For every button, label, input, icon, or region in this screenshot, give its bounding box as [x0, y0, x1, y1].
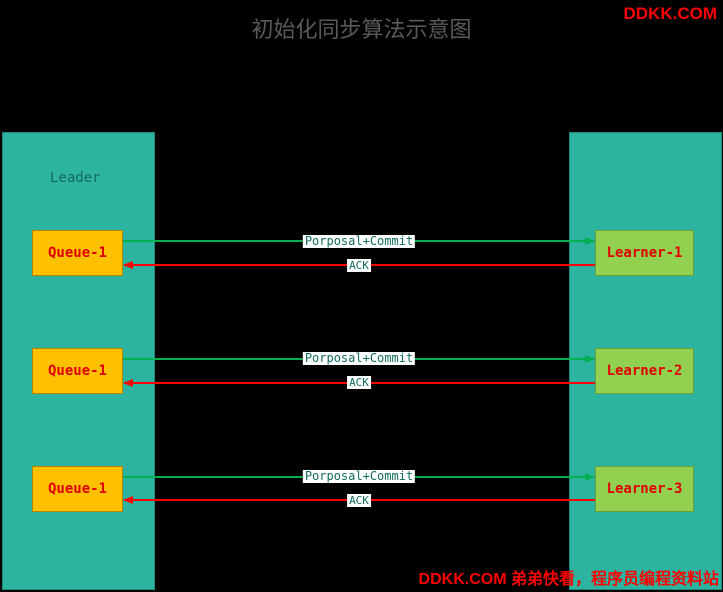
proposal-label-2: Porposal+Commit [302, 351, 416, 365]
watermark-bottom: DDKK.COM 弟弟快看，程序员编程资料站 [418, 571, 719, 588]
queue-box-2: Queue-1 [32, 348, 123, 394]
queue-box-1: Queue-1 [32, 230, 123, 276]
ack-label-2: ACK [347, 376, 371, 389]
learner-box-1: Learner-1 [595, 230, 694, 276]
proposal-label-1: Porposal+Commit [302, 234, 416, 248]
learner-box-2: Learner-2 [595, 348, 694, 394]
learner-box-3: Learner-3 [595, 466, 694, 512]
proposal-label-3: Porposal+Commit [302, 469, 416, 483]
queue-box-3: Queue-1 [32, 466, 123, 512]
watermark-top: DDKK.COM [623, 4, 718, 23]
diagram-title: 初始化同步算法示意图 [251, 18, 472, 43]
leader-label: Leader [50, 170, 101, 186]
ack-label-3: ACK [347, 494, 371, 507]
ack-label-1: ACK [347, 259, 371, 272]
